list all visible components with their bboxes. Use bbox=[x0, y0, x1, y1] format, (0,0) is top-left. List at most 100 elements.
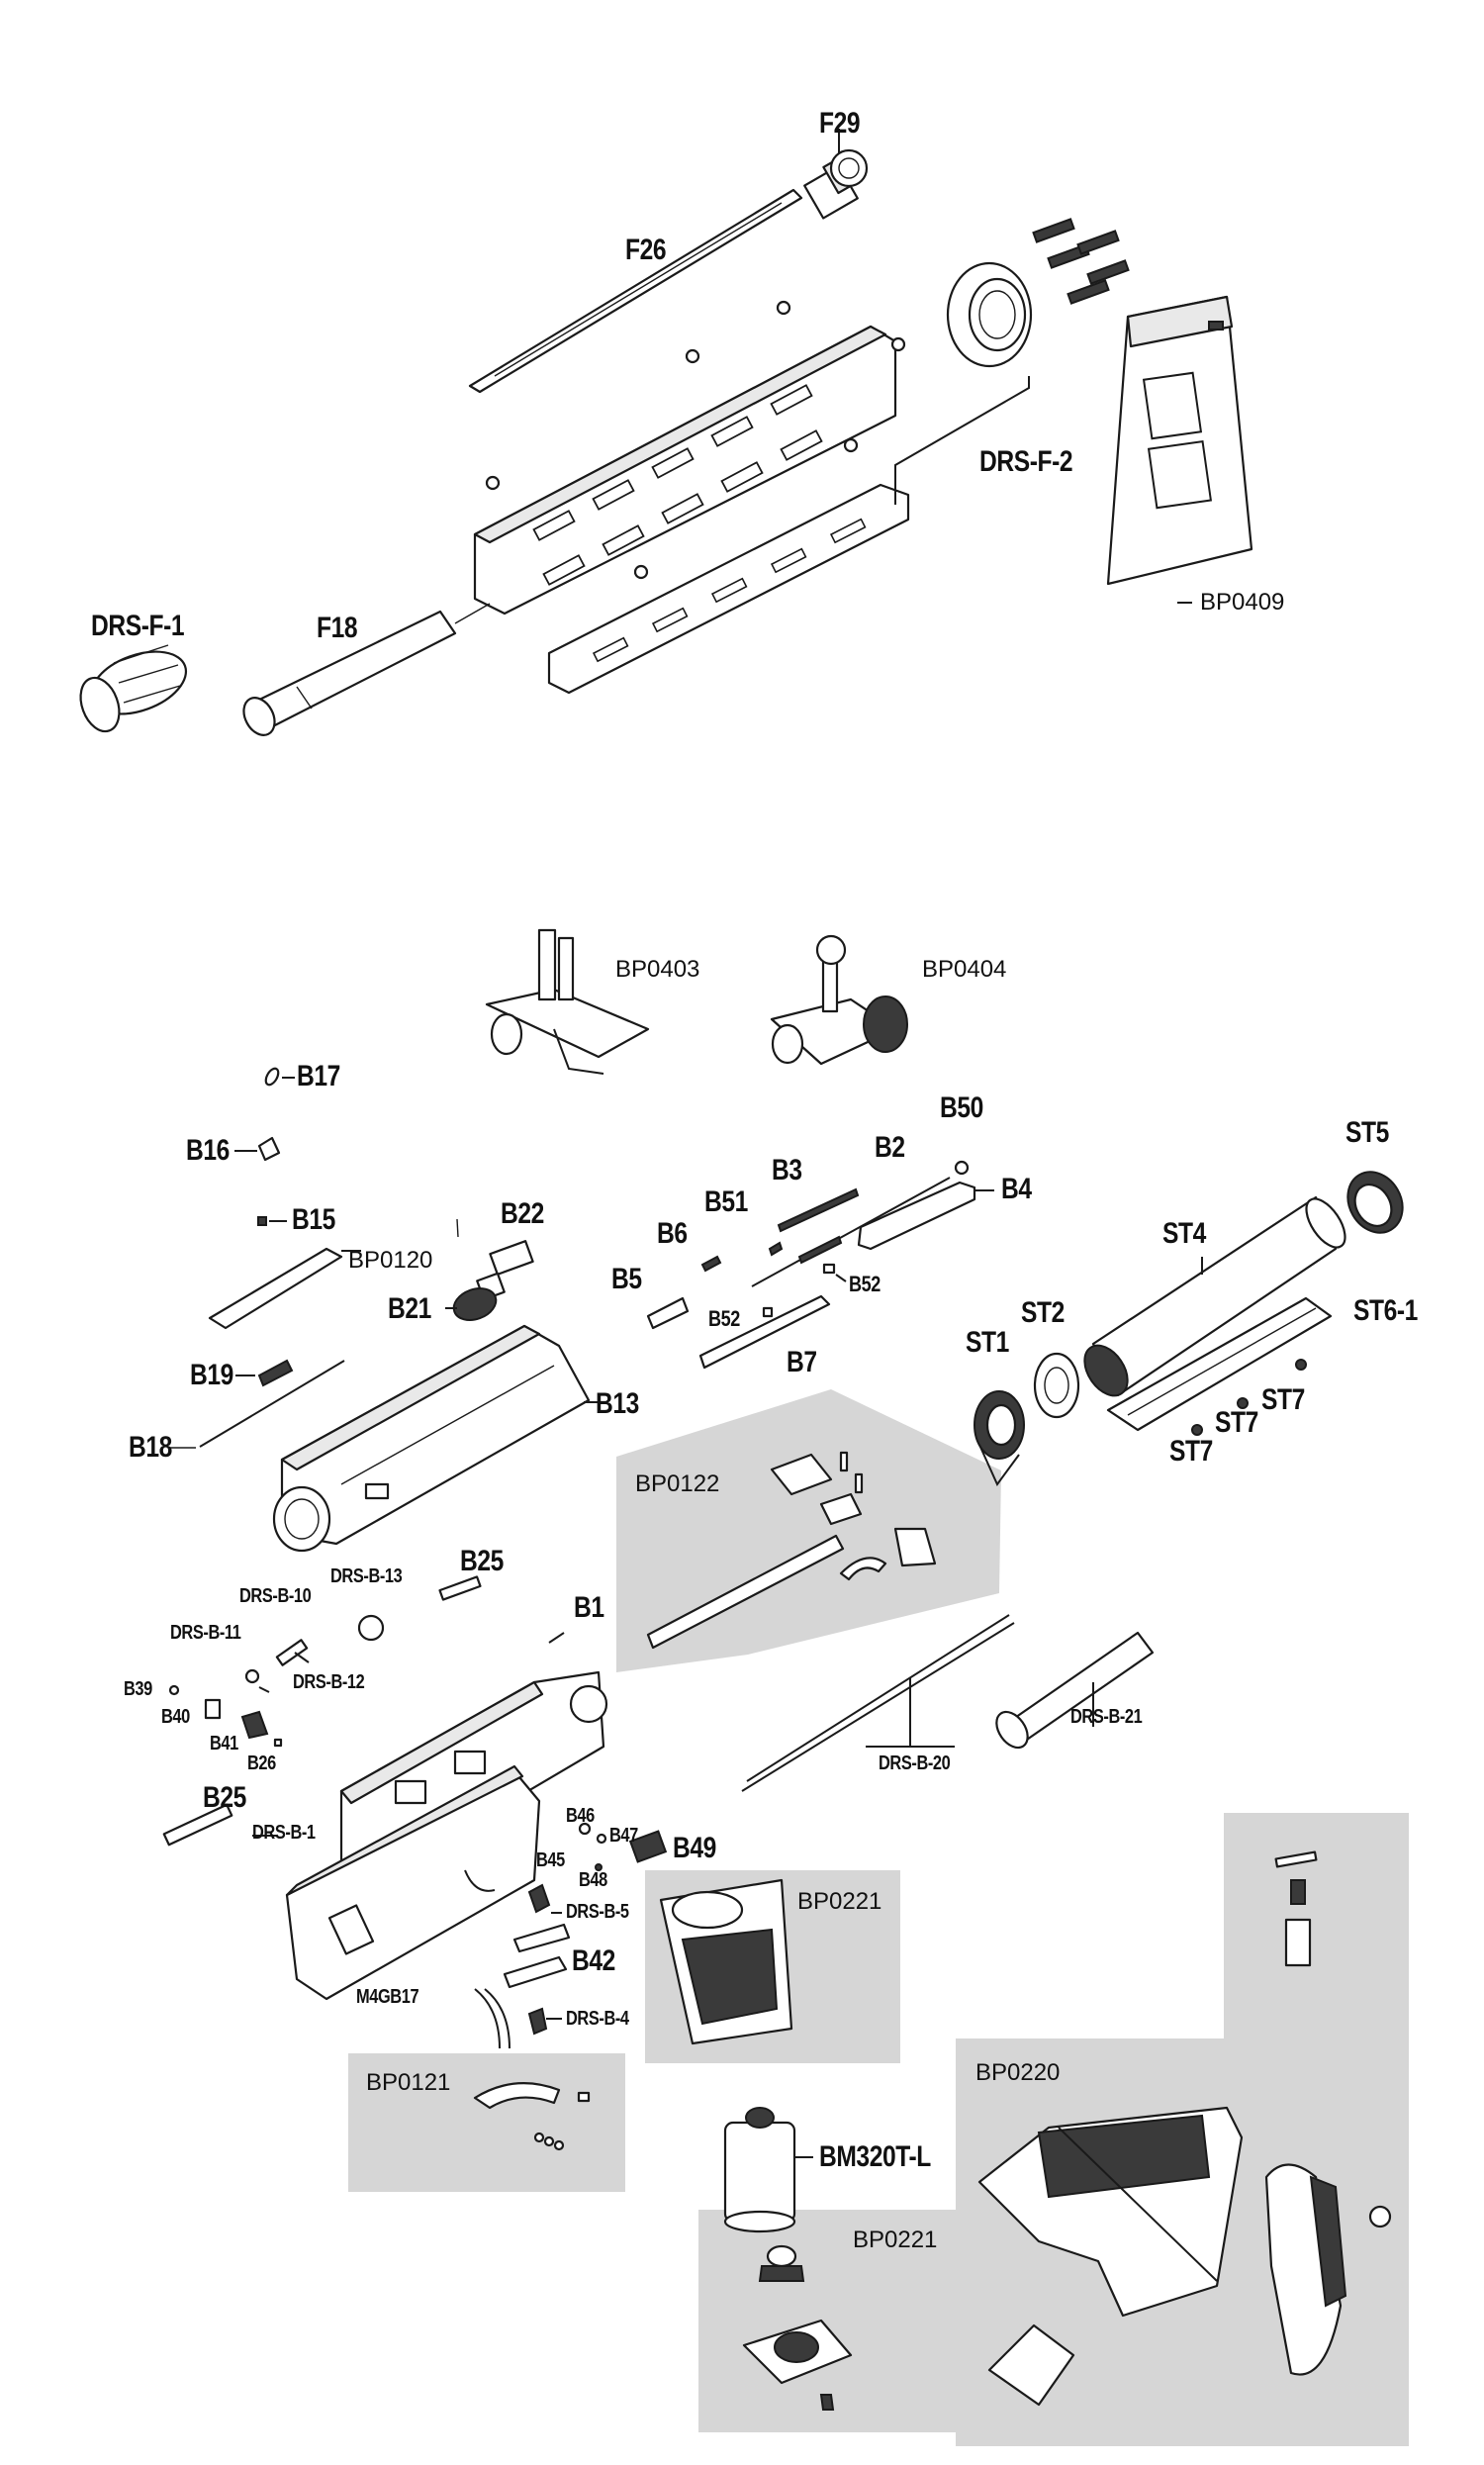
label-st2: ST2 bbox=[1021, 1296, 1065, 1329]
label-bp0221-cage: BP0221 bbox=[853, 2227, 938, 2253]
label-b42: B42 bbox=[572, 1944, 615, 1977]
flash-hider-drs-f-1 bbox=[79, 644, 188, 733]
rear-sight-bp0403 bbox=[485, 928, 650, 1075]
handguard-rail-upper bbox=[473, 325, 897, 616]
barrel-axis-line bbox=[454, 603, 491, 624]
label-b5: B5 bbox=[611, 1263, 642, 1295]
motor-cage-bp0221 bbox=[742, 2244, 853, 2411]
cylinder-drs-b-20-b-21 bbox=[741, 1614, 1155, 1792]
handguard-screws bbox=[485, 300, 906, 580]
end-plate-st2-sling-plate-st1 bbox=[974, 1352, 1080, 1486]
magazine-bp0409 bbox=[1106, 295, 1253, 604]
parts-b2-b7 bbox=[646, 1160, 994, 1370]
label-b2: B2 bbox=[875, 1131, 905, 1164]
label-b19: B19 bbox=[190, 1359, 233, 1391]
label-b1: B1 bbox=[574, 1591, 604, 1624]
handguard-rail-lower bbox=[547, 483, 910, 695]
trigger-kit-bp0121 bbox=[473, 2082, 591, 2151]
selector-trigger-parts bbox=[474, 1822, 668, 2049]
dust-cover-bp0120 bbox=[208, 1247, 361, 1330]
label-b40: B40 bbox=[161, 1706, 190, 1728]
label-st5: ST5 bbox=[1345, 1116, 1389, 1149]
charging-handle-b22-b21 bbox=[445, 1218, 534, 1321]
barrel-nut-ring bbox=[946, 261, 1033, 368]
receiver-drs-b-1 bbox=[252, 1764, 541, 2001]
label-b50: B50 bbox=[940, 1091, 983, 1124]
inner-barrel-f26 bbox=[468, 188, 803, 394]
screws-st7 bbox=[1191, 1359, 1307, 1436]
label-b41: B41 bbox=[210, 1733, 238, 1754]
label-b22: B22 bbox=[501, 1197, 544, 1230]
label-drs-b-4: DRS-B-4 bbox=[566, 2008, 629, 2030]
front-sight-bp0404 bbox=[770, 934, 908, 1066]
charging-handle-kit-bp0122 bbox=[646, 1451, 937, 1650]
label-drs-b-5: DRS-B-5 bbox=[566, 1901, 629, 1923]
label-drs-f-2: DRS-F-2 bbox=[979, 445, 1073, 478]
label-bp0220: BP0220 bbox=[975, 2059, 1061, 2086]
label-b7: B7 bbox=[787, 1346, 817, 1378]
label-b45: B45 bbox=[536, 1849, 565, 1871]
motor-bm320t-l bbox=[723, 2107, 813, 2233]
label-b18: B18 bbox=[129, 1431, 172, 1464]
label-st4: ST4 bbox=[1162, 1217, 1206, 1250]
label-bp0121: BP0121 bbox=[366, 2069, 451, 2096]
label-b4: B4 bbox=[1001, 1173, 1032, 1205]
label-b48: B48 bbox=[579, 1869, 607, 1891]
label-bp0122: BP0122 bbox=[635, 1470, 720, 1497]
stock-bp0220 bbox=[977, 2106, 1244, 2407]
label-st7-a: ST7 bbox=[1261, 1383, 1305, 1416]
label-b52-a: B52 bbox=[849, 1272, 881, 1296]
label-drs-b-10: DRS-B-10 bbox=[239, 1585, 312, 1607]
panel-bp0220-upper bbox=[1224, 1813, 1409, 2040]
stock-rail-st6-1 bbox=[1106, 1296, 1333, 1432]
label-b39: B39 bbox=[124, 1678, 152, 1700]
buffer-tube-st4 bbox=[1083, 1195, 1346, 1397]
label-b49: B49 bbox=[673, 1832, 716, 1864]
label-b52-b: B52 bbox=[708, 1306, 740, 1331]
label-b16: B16 bbox=[186, 1134, 230, 1167]
label-bm320t-l: BM320T-L bbox=[819, 2140, 931, 2173]
label-b47: B47 bbox=[609, 1825, 638, 1847]
label-b51: B51 bbox=[704, 1185, 748, 1218]
label-f18: F18 bbox=[317, 612, 358, 644]
label-f26: F26 bbox=[625, 234, 667, 266]
label-bp0120: BP0120 bbox=[348, 1247, 433, 1274]
label-st6-1: ST6-1 bbox=[1353, 1294, 1418, 1327]
label-st7-c: ST7 bbox=[1169, 1435, 1213, 1468]
small-lower-parts bbox=[162, 1575, 482, 1847]
label-b3: B3 bbox=[772, 1154, 802, 1186]
grip-bp0221 bbox=[659, 1878, 793, 2045]
label-f29: F29 bbox=[819, 107, 861, 140]
label-drs-b-12: DRS-B-12 bbox=[293, 1671, 365, 1693]
label-b6: B6 bbox=[657, 1217, 688, 1250]
label-b17: B17 bbox=[297, 1060, 340, 1092]
label-b25-b: B25 bbox=[203, 1781, 246, 1814]
socket-screws bbox=[1032, 218, 1130, 305]
label-b15: B15 bbox=[292, 1203, 335, 1236]
label-bp0403: BP0403 bbox=[615, 956, 700, 983]
label-drs-b-20: DRS-B-20 bbox=[879, 1753, 951, 1774]
label-drs-f-1: DRS-F-1 bbox=[91, 610, 185, 642]
label-bp0404: BP0404 bbox=[922, 956, 1007, 983]
label-bp0221-grip: BP0221 bbox=[797, 1888, 882, 1915]
outer-barrel-f18 bbox=[242, 610, 457, 736]
label-drs-b-13: DRS-B-13 bbox=[330, 1565, 403, 1587]
label-b46: B46 bbox=[566, 1805, 595, 1827]
label-drs-b-21: DRS-B-21 bbox=[1070, 1706, 1143, 1728]
stock-pad-bp0220 bbox=[1264, 2163, 1392, 2376]
label-m4gb17: M4GB17 bbox=[356, 1986, 419, 2008]
leader-drs-f-2 bbox=[894, 376, 1030, 505]
label-b26: B26 bbox=[247, 1753, 276, 1774]
label-b25-a: B25 bbox=[460, 1545, 504, 1577]
label-st1: ST1 bbox=[966, 1326, 1009, 1359]
upper-receiver-b13 bbox=[272, 1324, 599, 1553]
stock-lock-pin-parts bbox=[1274, 1850, 1318, 1967]
panel-bp0121 bbox=[348, 2053, 625, 2192]
label-st7-b: ST7 bbox=[1215, 1406, 1258, 1439]
label-drs-b-1: DRS-B-1 bbox=[252, 1822, 316, 1844]
label-bp0409: BP0409 bbox=[1200, 589, 1285, 616]
label-b21: B21 bbox=[388, 1292, 431, 1325]
label-drs-b-11: DRS-B-11 bbox=[170, 1622, 241, 1644]
